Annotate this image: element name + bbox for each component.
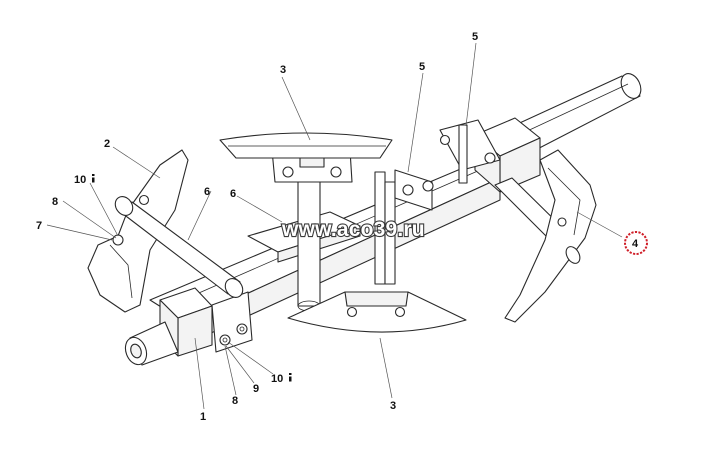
callout-7: 7 bbox=[36, 220, 42, 232]
right-upright-bracket bbox=[439, 119, 501, 184]
watermark-text: www.aco39.ru bbox=[281, 218, 425, 241]
left-tine bbox=[87, 149, 189, 313]
callout-3-top: 3 bbox=[280, 64, 286, 76]
upper-blade bbox=[219, 132, 393, 159]
leader-lines bbox=[46, 42, 623, 410]
callout-10-marks bbox=[92, 174, 292, 382]
callout-10-top: 10 bbox=[74, 174, 86, 186]
callout-5-right: 5 bbox=[472, 31, 478, 43]
callout-1: 1 bbox=[200, 411, 206, 423]
callout-6-left: 6 bbox=[204, 186, 210, 198]
callout-8-top: 8 bbox=[52, 196, 58, 208]
callout-4: 4 bbox=[632, 238, 639, 250]
right-tine bbox=[504, 149, 597, 323]
callout-3-bottom: 3 bbox=[390, 400, 396, 412]
callout-4-highlight bbox=[624, 231, 648, 255]
callout-labels: 1 2 3 3 4 5 5 6 6 7 8 8 9 10 10 bbox=[36, 31, 639, 423]
callout-9: 9 bbox=[253, 383, 259, 395]
lower-blade bbox=[287, 291, 467, 333]
callout-10-bottom: 10 bbox=[271, 373, 283, 385]
end-roller bbox=[124, 321, 179, 366]
left-cross-tube bbox=[114, 196, 244, 298]
callout-6-centre: 6 bbox=[230, 188, 236, 200]
callout-8-bottom: 8 bbox=[232, 395, 238, 407]
centre-upright-bracket bbox=[374, 169, 434, 285]
callout-2: 2 bbox=[104, 138, 110, 150]
lower-clamp-plate bbox=[211, 291, 253, 353]
callout-5-centre: 5 bbox=[419, 61, 425, 73]
